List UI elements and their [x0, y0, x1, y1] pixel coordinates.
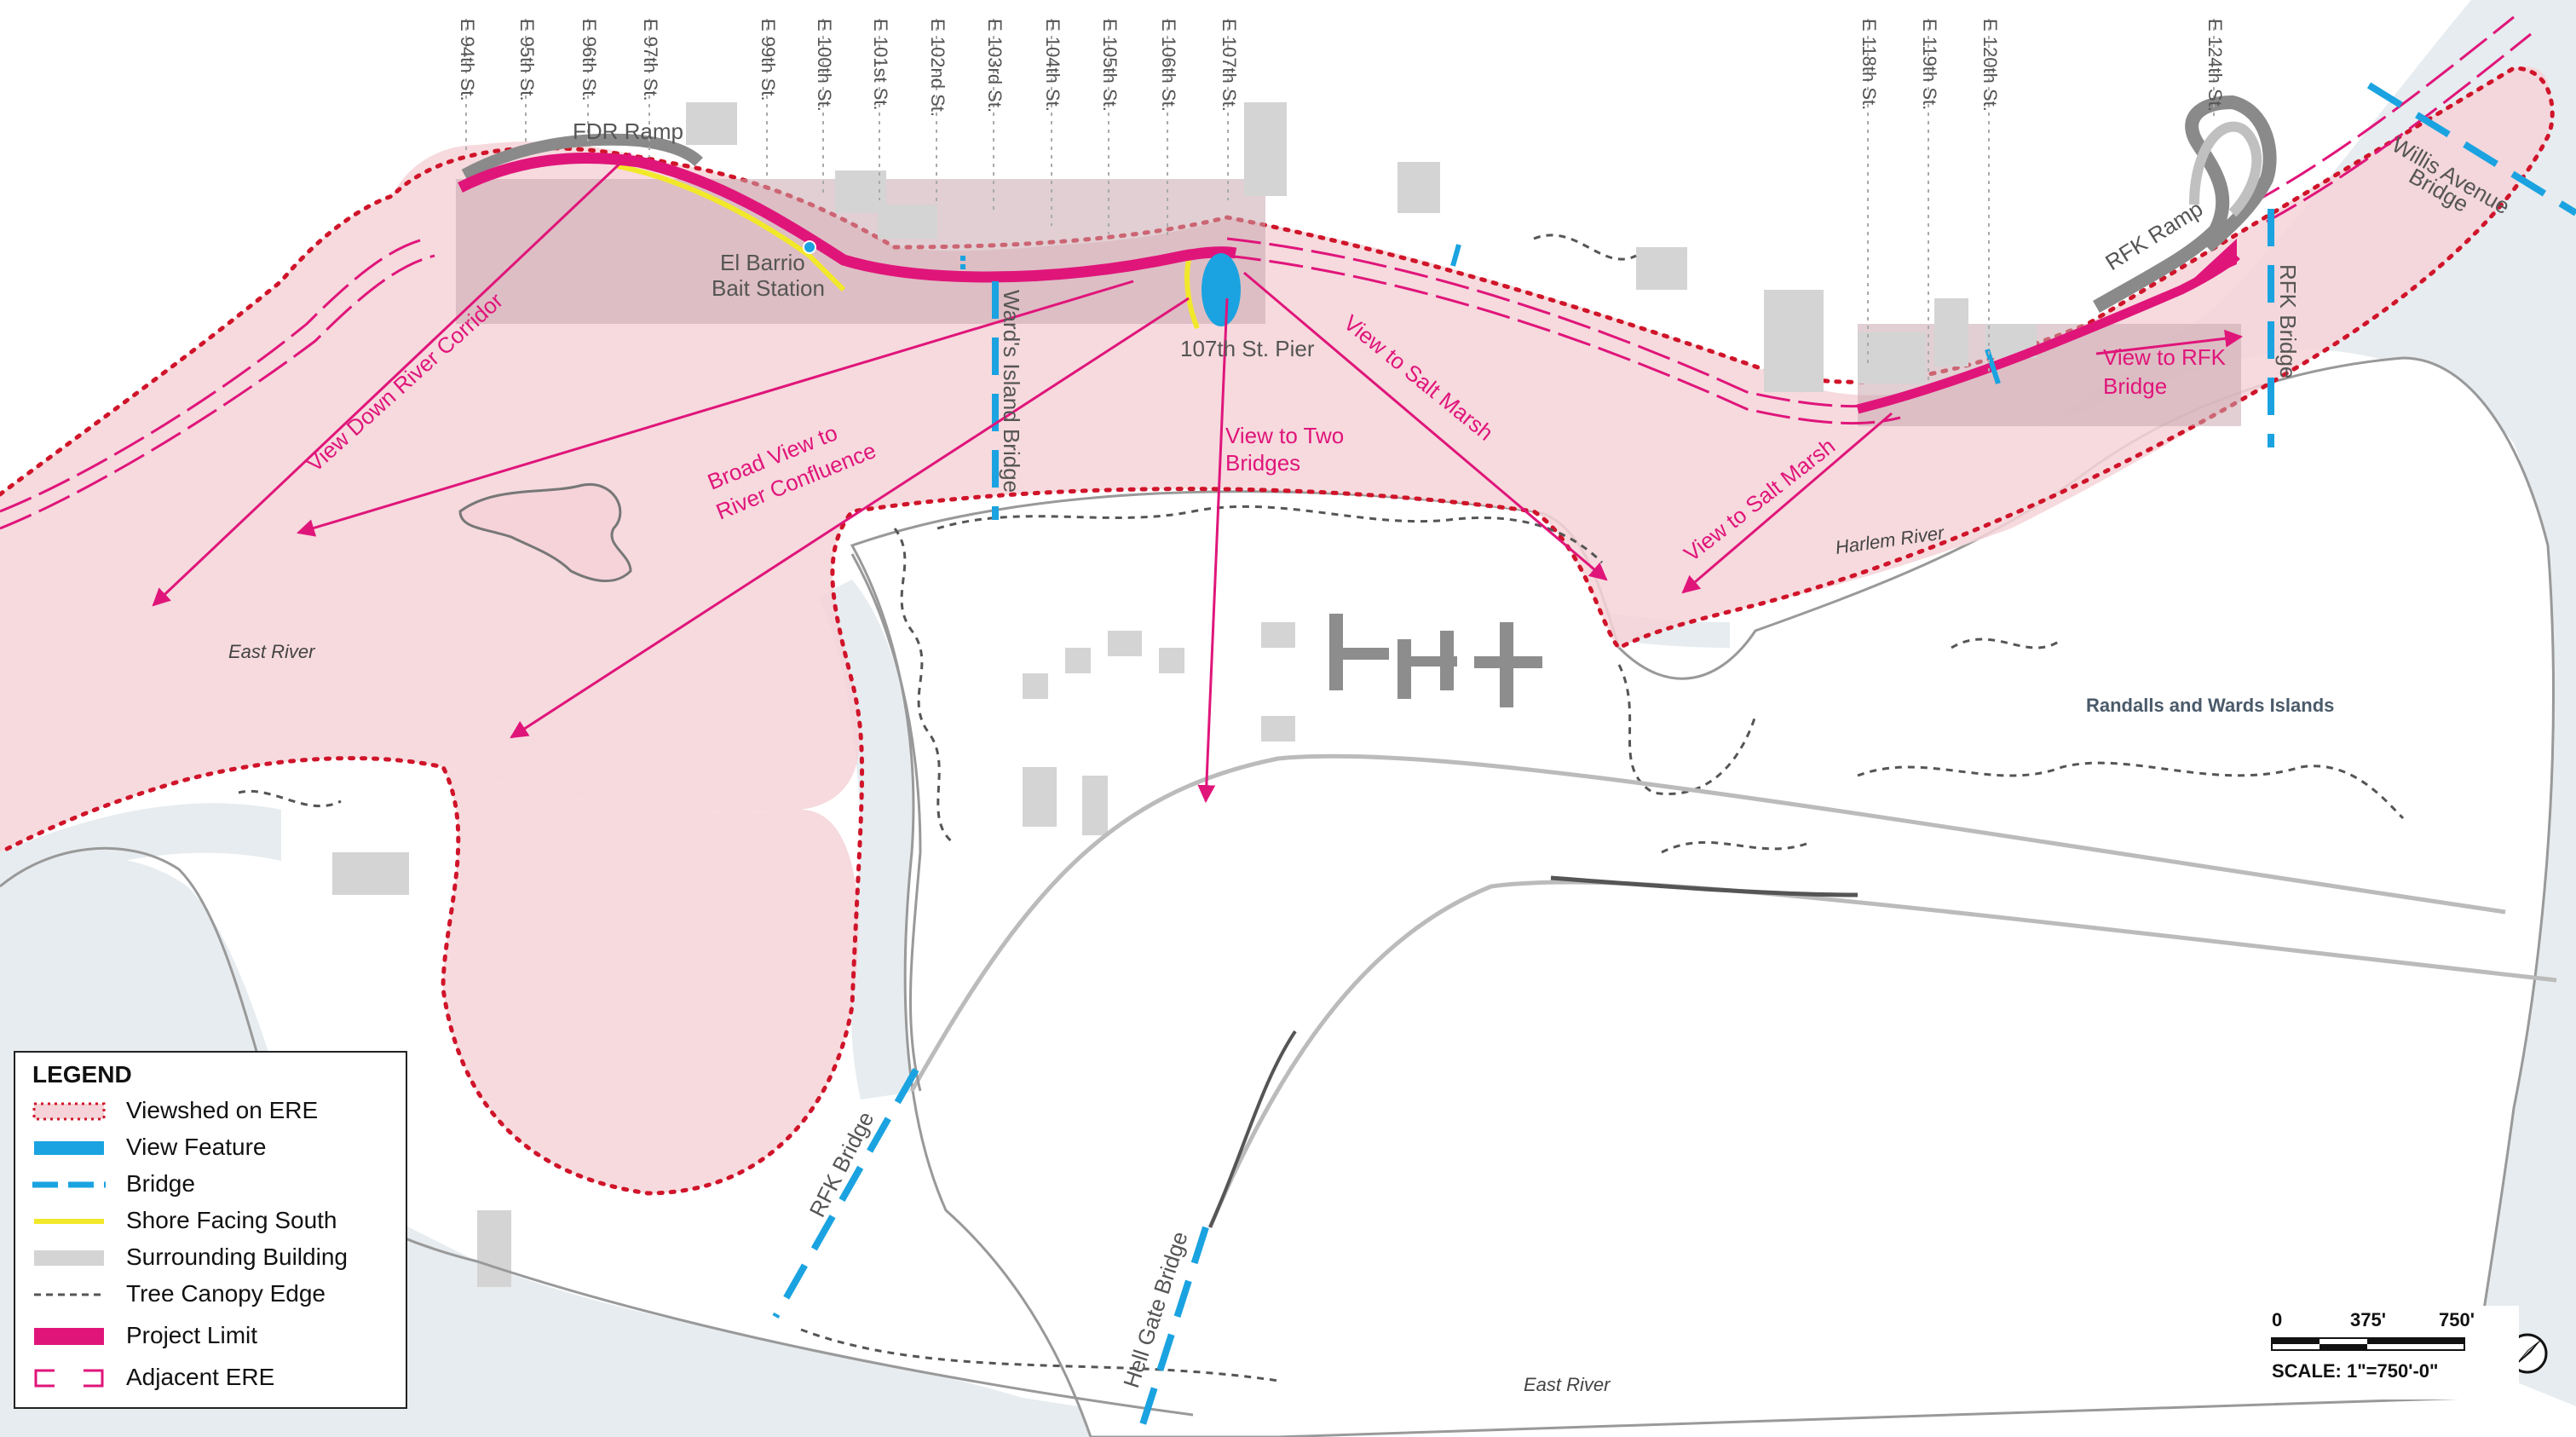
street-label: E 107th St. [1219, 19, 1240, 112]
project-limit-west [458, 152, 1237, 283]
scale-bar-graphic [2271, 1337, 2465, 1351]
bait-station-label-2: Bait Station [712, 275, 825, 301]
street-label: E 97th St. [640, 19, 661, 101]
street-label: E 99th St. [758, 19, 779, 101]
hell-gate-bridge-line [1135, 1226, 1209, 1437]
building-swatch [34, 1250, 104, 1266]
legend-label: View Feature [126, 1134, 267, 1160]
adjacent-ere [0, 15, 2532, 530]
rfk-bridge-north-label: RFK Bridge [2275, 264, 2301, 378]
bridge-swatch [32, 1181, 106, 1188]
tree-canopy-edges [238, 234, 2405, 1382]
legend-item-project: Project Limit [15, 1319, 406, 1353]
mill-rock [458, 482, 632, 583]
arrow-rfk [2095, 329, 2244, 355]
street-label: E 95th St. [516, 19, 538, 101]
rfk-ramp [2093, 95, 2277, 313]
viewshed-swatch [32, 1102, 106, 1121]
view-two-bridges-label: View to Two [1225, 423, 1344, 448]
legend-label: Bridge [126, 1170, 195, 1197]
legend-item-bridge: Bridge [15, 1167, 406, 1201]
rfk-bridge-south-line [772, 1068, 919, 1319]
view-two-bridges-label-2: Bridges [1225, 450, 1300, 476]
bait-station-view-feature [803, 240, 816, 254]
adjacent-swatch [34, 1369, 104, 1388]
street-label: E 103rd St. [984, 19, 1006, 113]
legend-label: Shore Facing South [126, 1207, 337, 1233]
fdr-ramp-label: FDR Ramp [573, 118, 683, 144]
view-rfk-label-2: Bridge [2103, 373, 2167, 399]
arrow-confluence-1 [296, 280, 1134, 537]
island-buildings [1329, 614, 1542, 707]
street-label: E 118th St. [1859, 19, 1880, 110]
rfk-bridge-south-label: RFK Bridge [804, 1107, 879, 1221]
legend-label: Adjacent ERE [126, 1364, 275, 1390]
street-grid: E 94th St. E 95th St. E 96th St. E 97th St.… [457, 19, 2226, 384]
legend-item-viewshed: Viewshed on ERE [15, 1094, 406, 1128]
street-label: E 124th St. [2204, 19, 2226, 112]
legend-label: Tree Canopy Edge [126, 1280, 326, 1307]
bridges [772, 82, 2576, 1437]
street-label: E 96th St. [579, 19, 600, 101]
shore-swatch [34, 1219, 104, 1224]
shore-facing-south-2 [1184, 259, 1200, 330]
legend-item-adjacent: Adjacent ERE [15, 1360, 406, 1394]
street-label: E 105th St. [1099, 19, 1121, 112]
street-label: E 120th St. [1980, 19, 2001, 112]
arrow-salt-marsh-1 [1243, 271, 1608, 581]
street-label: E 94th St. [457, 19, 478, 101]
legend-item-tree: Tree Canopy Edge [15, 1277, 406, 1311]
legend-item-shore: Shore Facing South [15, 1203, 406, 1238]
legend-item-building: Surrounding Building [15, 1240, 406, 1274]
viewshed-lobe-south [443, 767, 859, 1193]
pier-label: 107th St. Pier [1180, 336, 1315, 361]
scale-tick-375: 375' [2350, 1309, 2386, 1330]
legend-label: Project Limit [126, 1322, 258, 1348]
legend-label: Viewshed on ERE [126, 1097, 319, 1123]
project-limit-rfk [2181, 239, 2237, 290]
wards-island-bridge-label: Ward's Island Bridge [999, 290, 1024, 493]
rfk-ramp-upper [2189, 121, 2262, 217]
street-label: E 104th St. [1042, 19, 1063, 112]
street-label: E 106th St. [1158, 19, 1179, 112]
arrow-down-river [152, 152, 632, 607]
arrow-two-bridges [1197, 297, 1229, 804]
view-rfk-label: View to RFK [2103, 344, 2227, 370]
street-label: E 101st St. [870, 19, 891, 111]
legend: LEGEND Viewshed on ERE View Feature Brid… [14, 1051, 407, 1409]
viewshed-outline [0, 66, 2555, 1196]
tree-swatch [34, 1293, 104, 1296]
bridge-crossing-2 [1450, 244, 1461, 267]
view-feature-swatch [34, 1141, 104, 1155]
islands-label: Randalls and Wards Islands [2086, 695, 2334, 716]
arrow-confluence-2 [510, 297, 1190, 739]
bridge-crossing-3 [1985, 349, 2001, 384]
street-label: E 119th St. [1919, 19, 1940, 110]
legend-title: LEGEND [32, 1061, 132, 1088]
willis-avenue-bridge-line [2366, 82, 2576, 216]
east-river-west-label: East River [228, 641, 316, 662]
view-arrows [152, 152, 2244, 804]
surrounding-buildings [332, 102, 2037, 1287]
legend-item-view-feature: View Feature [15, 1130, 406, 1164]
fdr-ramp [461, 133, 703, 181]
scale-bar: 0 375' 750' SCALE: 1"=750'-0" [2263, 1306, 2519, 1399]
bait-station-label: El Barrio [720, 250, 805, 275]
scale-tick-750: 750' [2439, 1309, 2475, 1330]
scale-tick-0: 0 [2272, 1309, 2283, 1330]
arrow-salt-marsh-2 [1681, 412, 1893, 594]
east-river-south-label: East River [1524, 1374, 1611, 1395]
street-label: E 100th St. [814, 19, 835, 112]
legend-label: Surrounding Building [126, 1244, 348, 1270]
project-swatch [34, 1328, 104, 1345]
pier-view-feature [1202, 253, 1241, 326]
shore-facing-south-1 [617, 164, 846, 292]
scale-text: SCALE: 1"=750'-0" [2272, 1360, 2439, 1382]
street-label: E 102nd St. [927, 19, 948, 117]
